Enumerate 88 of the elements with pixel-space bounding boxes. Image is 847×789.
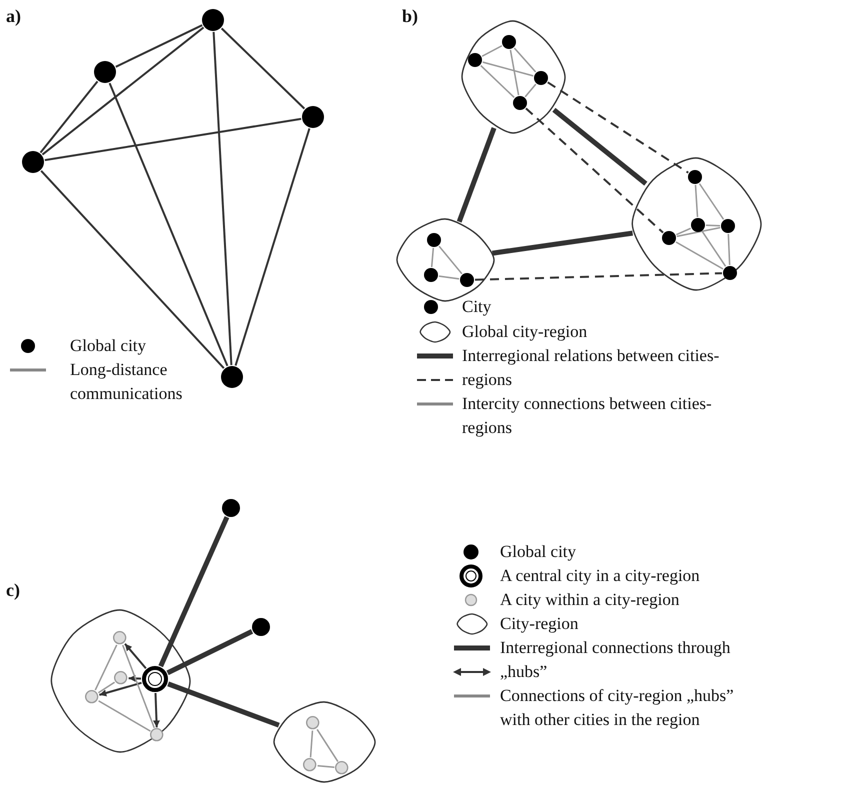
city-dot <box>722 265 738 281</box>
panel-label: a) <box>6 6 21 26</box>
connection-line <box>310 730 314 758</box>
legend-label: Intercity connections between cities-regions <box>462 393 713 439</box>
connection-line <box>524 84 536 98</box>
thick-connection-line <box>166 629 254 676</box>
global-city-dot <box>251 617 271 637</box>
legend-label: Global city <box>500 541 578 563</box>
panel-label: c) <box>6 580 20 600</box>
connection-line <box>98 700 151 732</box>
legend-label: City <box>462 296 492 318</box>
thick-connection-line <box>552 108 648 186</box>
global-city-dot <box>220 365 244 389</box>
legend-label: Interregional connections through „hubs” <box>500 637 732 683</box>
dashed-connection-line <box>547 81 689 174</box>
connection-line <box>234 128 310 366</box>
arrow <box>99 682 142 696</box>
connection-line <box>728 234 730 266</box>
global-city-dot <box>21 150 45 174</box>
thick-connection-line <box>492 230 633 256</box>
central-city-ring <box>141 665 169 693</box>
legend-label: Long-distance communications <box>70 359 184 405</box>
connection-line <box>510 50 520 96</box>
legend-label: Global city-region <box>462 321 588 343</box>
connection-line <box>318 764 334 768</box>
city-dot <box>512 95 528 111</box>
arrow <box>124 643 147 669</box>
connection-line <box>698 183 724 220</box>
legend-label: A city within a city-region <box>500 589 680 611</box>
arrow <box>152 692 160 728</box>
connection-line <box>40 80 98 154</box>
thick-connection-line <box>456 127 496 223</box>
city-dot <box>690 217 706 233</box>
connection-line <box>480 64 515 98</box>
thick-connection-line <box>158 516 230 668</box>
small-city-circle <box>84 689 100 705</box>
city-dot <box>661 230 677 246</box>
global-city-dot <box>201 8 225 32</box>
city-dot <box>459 272 475 288</box>
small-city-circle <box>305 715 321 731</box>
connection-line <box>44 118 302 162</box>
legend-label: Interregional relations between cities-regions <box>462 345 720 391</box>
connection-line <box>438 275 460 280</box>
connection-line <box>316 729 338 762</box>
connection-line <box>220 28 306 110</box>
city-dot <box>423 267 439 283</box>
thick-connection-line <box>167 682 280 728</box>
connection-line <box>706 224 720 226</box>
connection-line <box>482 45 502 57</box>
connection-line <box>676 241 724 270</box>
connection-line <box>676 228 691 236</box>
connection-line <box>676 226 720 238</box>
city-dot <box>501 34 517 50</box>
legend-label: Global city <box>70 335 148 357</box>
connection-line <box>122 644 155 728</box>
global-city-dot <box>301 105 325 129</box>
city-dot <box>467 52 483 68</box>
small-city-circle <box>302 757 318 773</box>
city-dot <box>426 232 442 248</box>
panel-label: b) <box>402 6 418 26</box>
connection-line <box>212 32 232 366</box>
arrow <box>128 674 142 682</box>
connection-line <box>115 24 203 68</box>
connection-line <box>694 184 698 218</box>
connection-line <box>94 644 118 690</box>
global-city-dot <box>93 60 117 84</box>
legend-label: A central city in a city-region <box>500 565 701 587</box>
connection-line <box>702 231 726 267</box>
dashed-connection-line <box>525 108 664 234</box>
connection-line <box>514 47 536 73</box>
legend-label: Connections of city-region „hubs” with other cities in the region <box>500 685 735 731</box>
connection-line <box>482 61 534 77</box>
connection-line <box>40 170 225 369</box>
small-city-circle <box>149 727 165 743</box>
small-city-circle <box>334 760 350 776</box>
connection-line <box>42 26 204 156</box>
city-dot <box>533 70 549 86</box>
dashed-connection-line <box>474 272 722 281</box>
global-city-dot <box>221 498 241 518</box>
connection-line <box>438 246 462 274</box>
connection-line <box>98 682 116 694</box>
connection-line <box>430 248 434 268</box>
city-dot <box>687 169 703 185</box>
small-city-circle <box>112 630 128 646</box>
legend-label: City-region <box>500 613 580 635</box>
small-city-circle <box>113 670 129 686</box>
connection-line <box>108 82 228 366</box>
city-dot <box>720 218 736 234</box>
